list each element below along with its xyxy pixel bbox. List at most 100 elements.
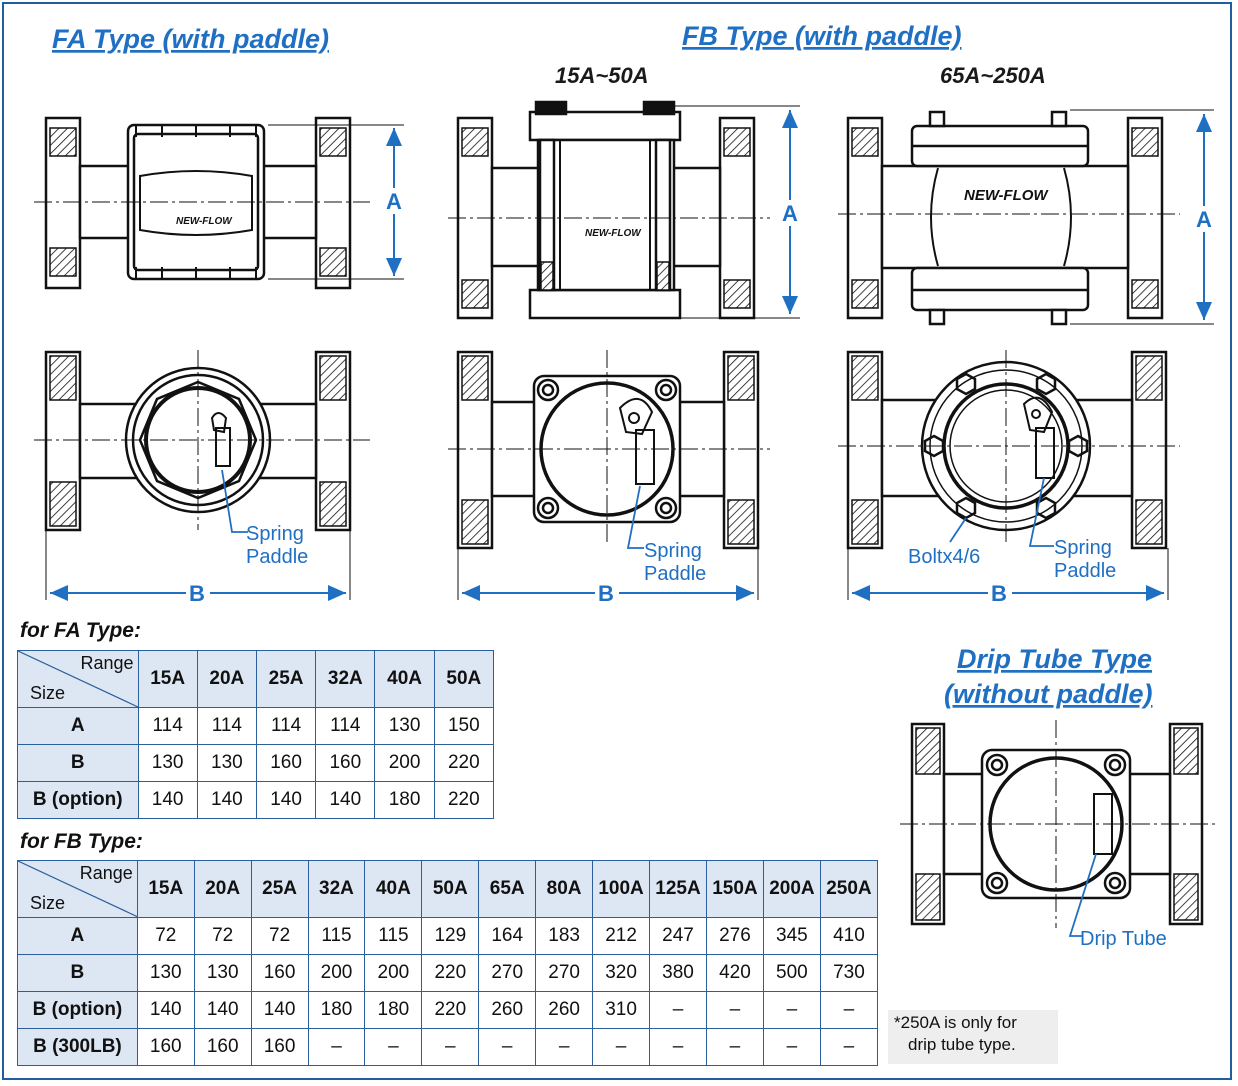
fb-table-cell: 140 xyxy=(193,991,252,1029)
drip-title-line1: Drip Tube Type xyxy=(957,644,1152,674)
fb-col-header: 50A xyxy=(421,860,480,918)
fb-large-dim-a: A xyxy=(1196,207,1212,232)
fb-row-header: B xyxy=(17,954,138,992)
fb-table-cell: 500 xyxy=(762,954,821,992)
fa-table-cell: 140 xyxy=(255,781,317,819)
fb-small-side-view xyxy=(448,100,800,320)
fa-row-header: B xyxy=(17,744,139,782)
fa-corner-cell: Range Size xyxy=(17,650,139,708)
fb-large-spring-label: Spring xyxy=(1054,537,1112,559)
fb-table-cell: – xyxy=(535,1028,594,1066)
fb-table-cell: – xyxy=(705,991,764,1029)
fb-table-cell: 220 xyxy=(421,991,480,1029)
fb-table-cell: 270 xyxy=(478,954,537,992)
fb-table-cell: – xyxy=(364,1028,423,1066)
fb-table-cell: 276 xyxy=(705,917,764,955)
drip-tube-front-view xyxy=(900,720,1216,928)
fa-front-view xyxy=(34,350,370,600)
fb-table-cell: 180 xyxy=(307,991,366,1029)
fb-row-header: B (300LB) xyxy=(17,1028,138,1066)
fa-table-cell: 114 xyxy=(315,707,376,745)
fb-table-cell: – xyxy=(819,991,879,1029)
fb-table-cell: 420 xyxy=(705,954,764,992)
fb-col-header: 200A xyxy=(762,860,821,918)
fb-table-cell: – xyxy=(649,1028,707,1066)
fb-table-cell: 129 xyxy=(421,917,480,955)
fb-large-front-view xyxy=(838,350,1180,600)
footnote: *250A is only for drip tube type. xyxy=(888,1010,1058,1064)
fb-table-cell: 72 xyxy=(193,917,252,955)
fb-col-header: 250A xyxy=(819,860,879,918)
fa-row-header: A xyxy=(17,707,139,745)
fb-table-cell: 380 xyxy=(649,954,707,992)
fa-table-cell: 114 xyxy=(137,707,198,745)
fa-table-heading: for FA Type: xyxy=(20,619,141,642)
fb-table-cell: 72 xyxy=(136,917,195,955)
fb-table-cell: – xyxy=(705,1028,764,1066)
fa-table-cell: 140 xyxy=(315,781,376,819)
fb-table-cell: 72 xyxy=(250,917,309,955)
fa-col-header: 50A xyxy=(433,650,495,708)
fa-col-header: 15A xyxy=(137,650,198,708)
fa-corner-range: Range xyxy=(80,653,134,673)
fb-large-brand: NEW-FLOW xyxy=(964,187,1049,204)
fa-row-header: B (option) xyxy=(17,781,139,819)
fb-table-cell: 164 xyxy=(478,917,537,955)
fa-table-cell: 160 xyxy=(255,744,317,782)
fa-table-cell: 220 xyxy=(433,781,495,819)
fa-corner-size: Size xyxy=(30,683,66,703)
fa-table-cell: 150 xyxy=(433,707,495,745)
drip-tube-label: Drip Tube xyxy=(1080,928,1167,950)
fa-col-header: 20A xyxy=(196,650,257,708)
fa-table-cell: 200 xyxy=(374,744,435,782)
fb-col-header: 125A xyxy=(649,860,707,918)
fb-table-cell: 115 xyxy=(307,917,366,955)
fb-table-cell: 180 xyxy=(364,991,423,1029)
fb-table-cell: 730 xyxy=(819,954,879,992)
fb-table-cell: 160 xyxy=(136,1028,195,1066)
fb-table-cell: 320 xyxy=(592,954,651,992)
fa-table-cell: 180 xyxy=(374,781,435,819)
fb-col-header: 150A xyxy=(705,860,764,918)
fa-spring-label: Spring xyxy=(246,523,304,545)
fb-large-dim-b: B xyxy=(991,581,1007,606)
fb-row-header: B (option) xyxy=(17,991,138,1029)
footnote-line1: *250A is only for xyxy=(894,1013,1017,1032)
fb-small-brand: NEW-FLOW xyxy=(585,228,642,239)
fa-table-cell: 220 xyxy=(433,744,495,782)
fa-dim-a: A xyxy=(386,189,402,214)
fb-table-cell: 130 xyxy=(136,954,195,992)
fb-col-header: 15A xyxy=(136,860,195,918)
fb-table-cell: 410 xyxy=(819,917,879,955)
fa-paddle-label: Paddle xyxy=(246,546,308,568)
fa-table-cell: 140 xyxy=(196,781,257,819)
fb-title: FB Type (with paddle) xyxy=(682,21,962,51)
fa-col-header: 25A xyxy=(255,650,317,708)
fb-col-header: 40A xyxy=(364,860,423,918)
fa-table-cell: 130 xyxy=(137,744,198,782)
fb-table-cell: 212 xyxy=(592,917,651,955)
fb-small-spring-label: Spring xyxy=(644,540,702,562)
fb-small-dim-b: B xyxy=(598,581,614,606)
fb-table-cell: – xyxy=(762,991,821,1029)
fa-dim-b: B xyxy=(189,581,205,606)
fb-small-dim-a: A xyxy=(782,201,798,226)
fb-table-cell: 183 xyxy=(535,917,594,955)
footnote-line2: drip tube type. xyxy=(908,1035,1016,1054)
fb-table-heading: for FB Type: xyxy=(20,830,143,853)
fa-table-cell: 140 xyxy=(137,781,198,819)
drip-title-line2: (without paddle) xyxy=(944,679,1152,709)
fb-corner-range: Range xyxy=(79,863,133,883)
fb-table-cell: 345 xyxy=(762,917,821,955)
fb-table-cell: 260 xyxy=(535,991,594,1029)
fb-table-cell: 115 xyxy=(364,917,423,955)
fb-table-cell: – xyxy=(819,1028,879,1066)
